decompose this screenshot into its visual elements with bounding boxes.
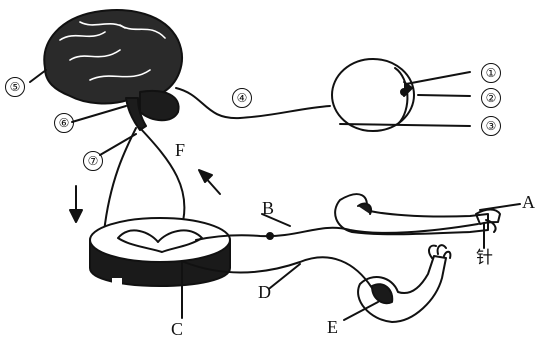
down-arrow-head xyxy=(70,210,82,222)
leader-c1 xyxy=(406,72,470,84)
eyeball xyxy=(332,59,414,131)
label-c4: ④ xyxy=(232,88,252,108)
brain-cerebellum xyxy=(140,91,179,120)
leader-c3 xyxy=(340,124,470,126)
label-c6: ⑥ xyxy=(54,113,74,133)
leader-a xyxy=(480,204,520,210)
label-c: C xyxy=(171,320,183,338)
label-c1: ① xyxy=(481,63,501,83)
label-e: E xyxy=(327,318,338,336)
label-a: A xyxy=(522,193,535,211)
label-f: F xyxy=(175,141,185,159)
label-c7: ⑦ xyxy=(83,151,103,171)
leader-c5 xyxy=(30,70,46,82)
leader-c6 xyxy=(72,106,126,122)
label-b: B xyxy=(262,199,274,217)
label-needle: 针 xyxy=(476,250,493,267)
leader-c2 xyxy=(418,95,470,96)
upper-arm-hand xyxy=(335,194,500,234)
sensory-neuron-b xyxy=(196,224,478,240)
label-c2: ② xyxy=(481,88,501,108)
sensory-ganglion xyxy=(267,233,273,239)
brain-cerebrum xyxy=(44,10,182,103)
label-d: D xyxy=(258,283,271,301)
label-c5: ⑤ xyxy=(5,77,25,97)
spinal-cord-segment xyxy=(90,218,230,288)
up-arrow-head xyxy=(199,170,212,182)
label-c3: ③ xyxy=(481,116,501,136)
lower-arm-hand xyxy=(358,245,450,322)
optic-nerve xyxy=(176,88,330,118)
